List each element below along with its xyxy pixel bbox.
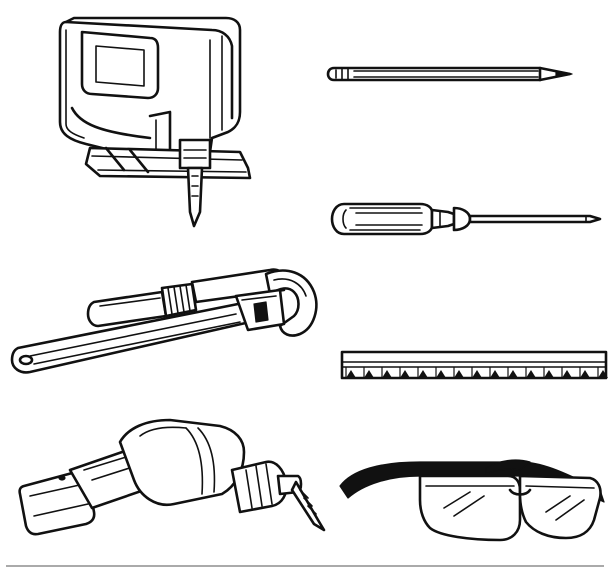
ruler-icon xyxy=(340,350,608,380)
ruler-tick xyxy=(400,370,410,378)
ruler-tick xyxy=(436,370,446,378)
cordless-drill-icon xyxy=(18,418,326,536)
ruler-tick xyxy=(580,370,590,378)
ruler-tick xyxy=(364,370,374,378)
safety-glasses-icon xyxy=(339,459,605,542)
ruler-tick xyxy=(454,370,464,378)
ruler-tick xyxy=(562,370,572,378)
ruler-tick xyxy=(382,370,392,378)
ruler-tick xyxy=(472,370,482,378)
ruler-tick xyxy=(346,370,356,378)
ruler-tick xyxy=(508,370,518,378)
pencil-icon xyxy=(326,66,573,82)
ruler-tick xyxy=(544,370,554,378)
ruler-tick xyxy=(490,370,500,378)
ruler-tick xyxy=(526,370,536,378)
screwdriver-icon xyxy=(330,202,602,236)
ruler-tick xyxy=(598,370,608,378)
pipe-wrench-icon xyxy=(10,268,318,374)
ruler-tick xyxy=(418,370,428,378)
jigsaw-icon xyxy=(58,16,252,228)
